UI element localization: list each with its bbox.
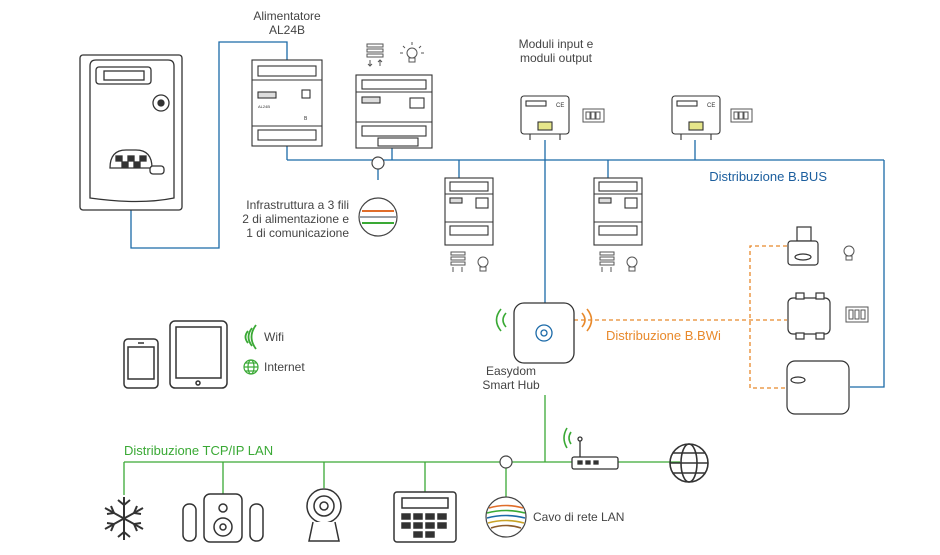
power-supply-title: Alimentatore — [253, 9, 321, 23]
alarm-keypad-icon — [393, 491, 457, 543]
smart-plug-device — [787, 226, 819, 266]
bus-wiring — [130, 41, 885, 388]
power-supply-module: AL24B B — [251, 59, 323, 147]
switch-plate-icon — [582, 108, 605, 123]
actuator-module-right — [593, 177, 643, 246]
wireless-module-device — [787, 292, 831, 340]
svg-text:AL24B: AL24B — [258, 104, 270, 109]
light-bulb-icon — [626, 256, 638, 272]
internet-globe-icon — [243, 359, 259, 375]
svg-text:B: B — [304, 116, 308, 122]
hub-name-line2: Smart Hub — [482, 378, 540, 392]
internet-globe-icon — [669, 443, 709, 483]
io-module-1: CE — [520, 95, 570, 140]
wifi-waves-icon — [495, 308, 507, 332]
router-device — [571, 436, 619, 470]
camera-icon — [306, 488, 342, 542]
switch-stack-icon — [366, 43, 384, 67]
actuator-module-left — [444, 177, 494, 246]
lan-cable-label: Cavo di rete LAN — [533, 510, 624, 524]
actuator-module-top — [355, 74, 433, 149]
wireless-dongle-device — [786, 360, 850, 415]
switch-stack-icon — [450, 251, 466, 272]
wire-description-line1: Infrastruttura a 3 fili — [246, 198, 349, 212]
svg-text:CE: CE — [556, 103, 564, 109]
electricity-meter — [79, 54, 183, 211]
internet-label: Internet — [264, 360, 305, 374]
wifi-icon — [244, 324, 257, 350]
power-supply-model: AL24B — [269, 23, 305, 37]
wire-description-line3: 1 di comunicazione — [246, 226, 349, 240]
switch-stack-icon — [599, 251, 615, 272]
io-module-2: CE — [671, 95, 721, 140]
bus-distribution-label: Distribuzione B.BUS — [709, 169, 827, 184]
light-bulb-icon — [477, 256, 489, 272]
audio-speakers-icon — [182, 493, 264, 543]
bwi-distribution-label: Distribuzione B.BWi — [606, 328, 721, 343]
light-bulb-icon — [400, 42, 424, 63]
lan-junction — [499, 455, 513, 469]
lan-cable-icon — [485, 496, 527, 538]
bwi-wiring — [574, 245, 787, 389]
hub-name-line1: Easydom — [486, 364, 536, 378]
smart-hub-device — [513, 302, 575, 364]
svg-text:CE: CE — [707, 103, 715, 109]
bwi-waves-icon — [581, 308, 593, 332]
io-modules-title-line2: moduli output — [520, 51, 593, 65]
light-bulb-icon — [843, 245, 855, 261]
switch-plate-icon — [730, 108, 753, 123]
router-wifi-icon — [563, 427, 572, 449]
wifi-label: Wifi — [264, 330, 284, 344]
io-modules-title-line1: Moduli input e — [519, 37, 594, 51]
wire-description-line2: 2 di alimentazione e — [242, 212, 349, 226]
switch-plate-icon — [845, 306, 869, 323]
three-wire-cable-icon — [358, 197, 398, 237]
tablet-device — [169, 320, 228, 389]
lan-distribution-label: Distribuzione TCP/IP LAN — [124, 443, 273, 458]
wire-junction — [371, 156, 385, 170]
climate-snowflake-icon — [104, 497, 144, 540]
smartphone-device — [123, 338, 159, 389]
